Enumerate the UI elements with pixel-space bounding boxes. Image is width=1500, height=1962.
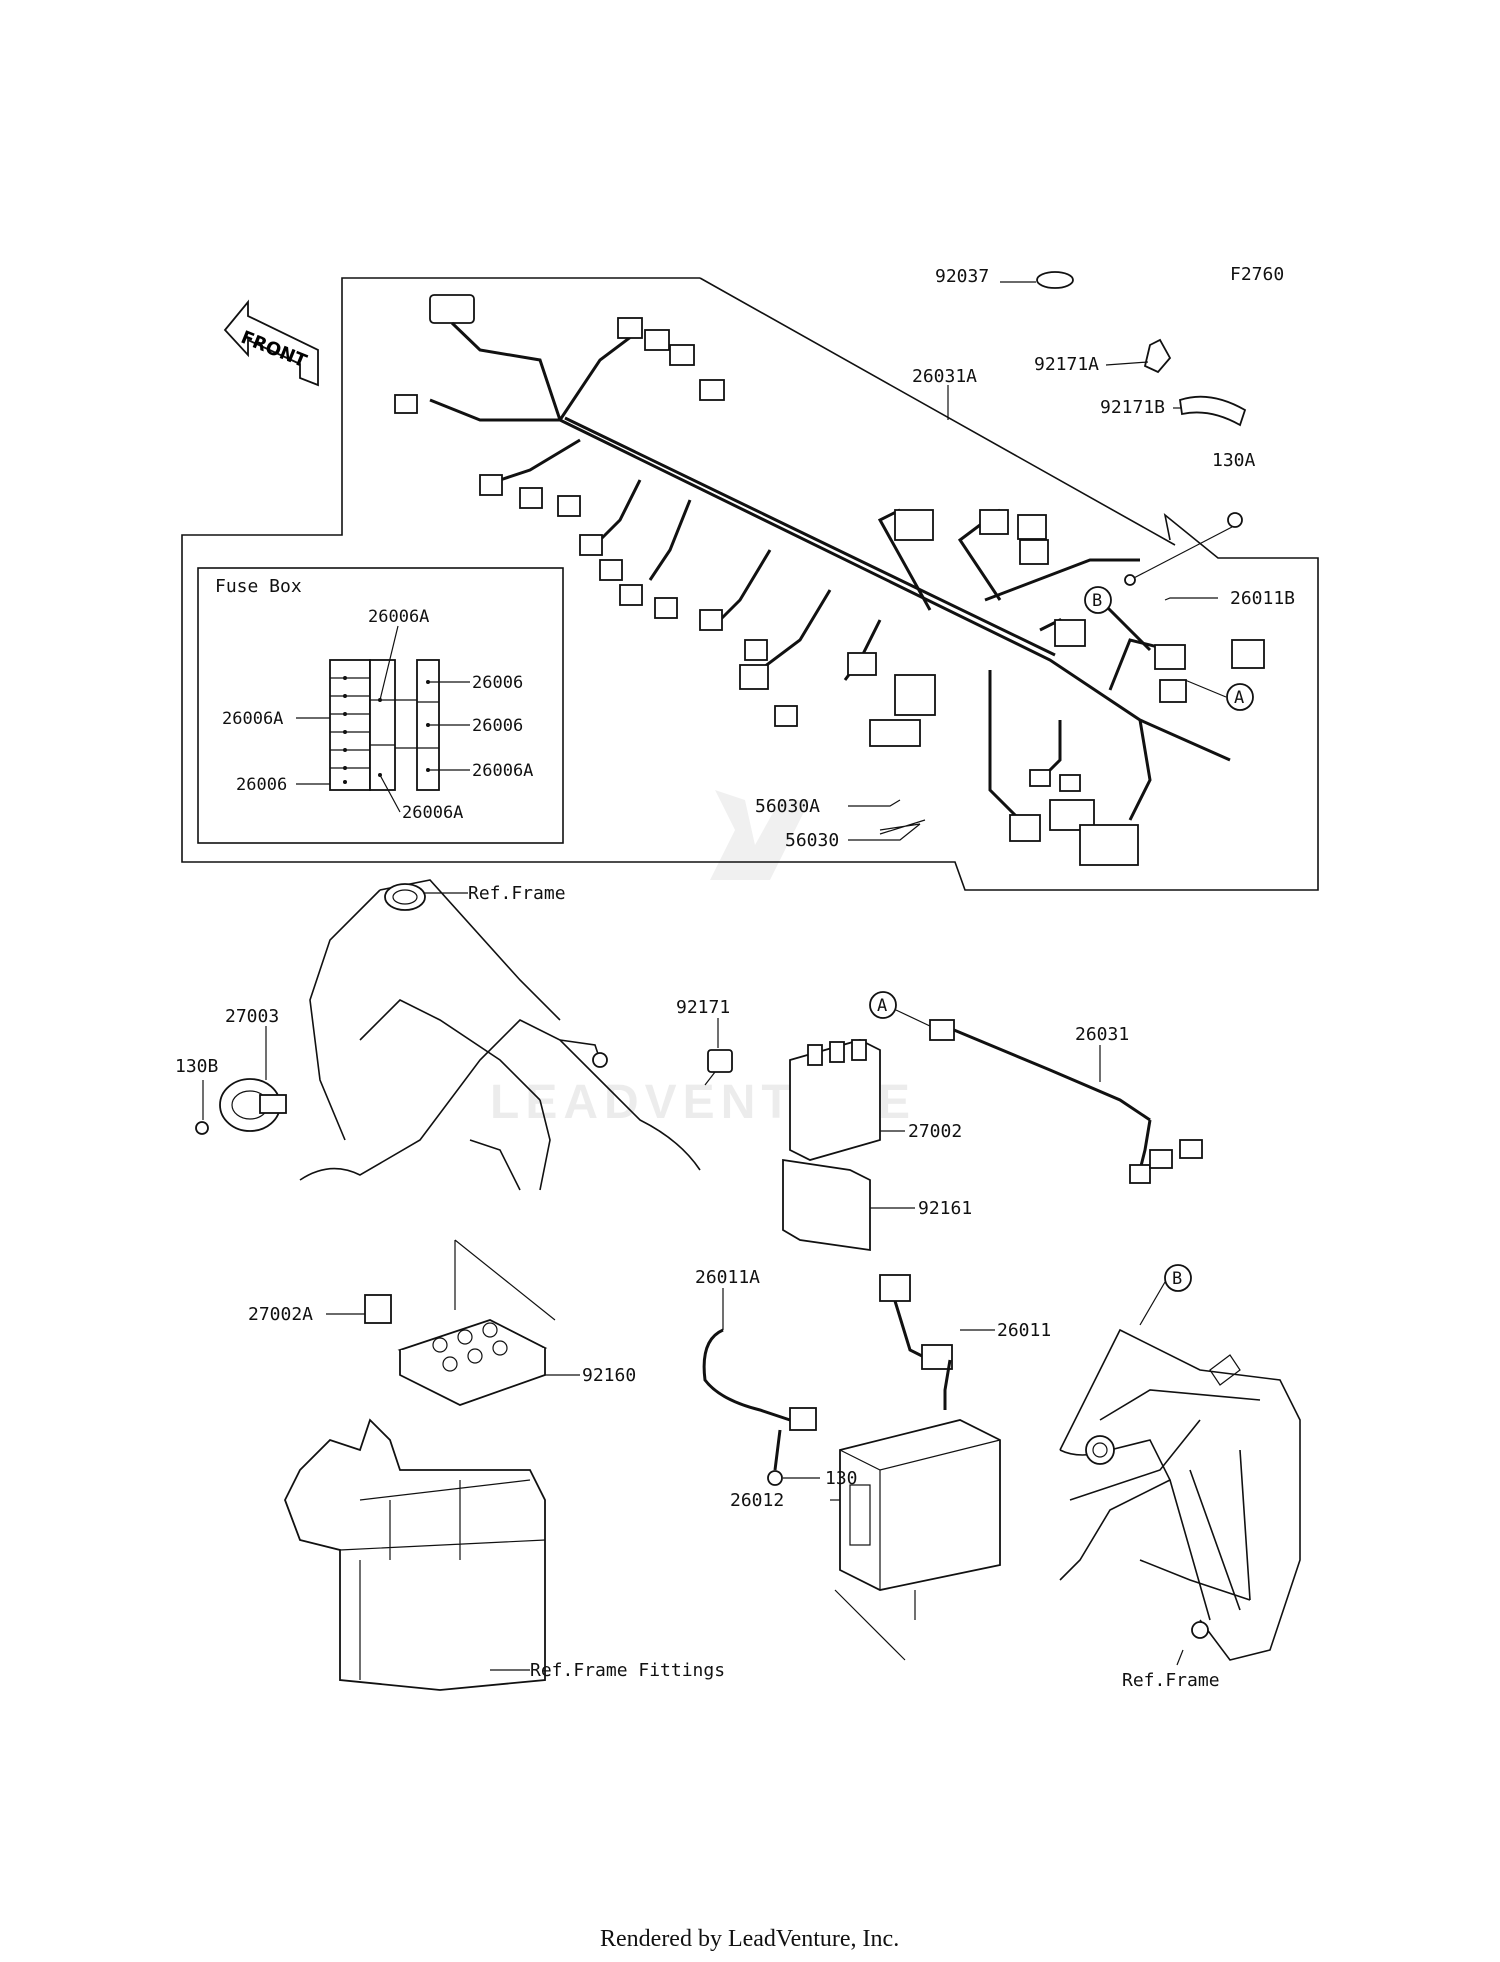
figure-code: F2760: [1230, 264, 1284, 285]
label-56030: 56030: [785, 830, 839, 851]
label-26006A-left: 26006A: [222, 709, 283, 729]
label-26011: 26011: [997, 1320, 1051, 1341]
horn-27003-icon: [195, 1026, 287, 1135]
label-92171A: 92171A: [1034, 354, 1099, 375]
label-26031A: 26031A: [912, 366, 977, 387]
label-26006-left: 26006: [236, 775, 287, 795]
label-130A: 130A: [1212, 450, 1256, 471]
clip-92171-icon: [704, 1018, 733, 1086]
label-26006A-top: 26006A: [368, 607, 429, 627]
fuse-box-panel: Fuse Box 26006A 26006A 26006 26006 26006…: [197, 567, 564, 844]
harness-frame-outline: [181, 277, 1319, 891]
label-92171: 92171: [676, 997, 730, 1018]
label-27002A: 27002A: [248, 1304, 313, 1325]
label-92037: 92037: [935, 266, 989, 287]
label-130: 130: [825, 1468, 858, 1489]
label-26006A-bottom: 26006A: [402, 803, 463, 823]
ref-circle-B-top: B: [1084, 586, 1112, 614]
label-ref-frame-2: Ref.Frame: [1122, 1670, 1220, 1691]
main-harness-26031A: [394, 294, 1231, 866]
frame-head-section: Ref.Frame: [299, 879, 701, 1191]
connector-26011B-icon: [1231, 639, 1265, 669]
label-26011A: 26011A: [695, 1267, 760, 1288]
label-26012: 26012: [730, 1490, 784, 1511]
ref-circle-B-lower-label: B: [1172, 1269, 1182, 1289]
label-27002: 27002: [908, 1121, 962, 1142]
label-26011B: 26011B: [1230, 588, 1295, 609]
label-92161: 92161: [918, 1198, 972, 1219]
ref-circle-A-lower-label: A: [877, 996, 887, 1016]
label-26006-right-1: 26006: [472, 673, 523, 693]
ref-circle-B-label: B: [1092, 591, 1102, 611]
clamp-92037-icon: [1036, 271, 1074, 289]
battery-section: [702, 1274, 1001, 1661]
label-130B: 130B: [175, 1056, 218, 1077]
label-27003: 27003: [225, 1006, 279, 1027]
cover-92161-icon: [782, 1158, 915, 1252]
rear-frame-section: B: [1059, 1264, 1301, 1666]
label-92171B: 92171B: [1100, 397, 1165, 418]
leader-lines-top: [848, 281, 1227, 841]
battery-tray-section: [284, 1239, 580, 1691]
label-26031: 26031: [1075, 1024, 1129, 1045]
front-arrow-icon: FRONT: [223, 299, 319, 387]
label-26006-right-2: 26006: [472, 716, 523, 736]
fuse-box-title: Fuse Box: [215, 576, 302, 597]
label-ref-frame-fittings: Ref.Frame Fittings: [530, 1660, 725, 1681]
ref-circle-A-label: A: [1234, 688, 1244, 708]
sub-harness-26031-icon: A: [869, 991, 1203, 1184]
label-92160: 92160: [582, 1365, 636, 1386]
relay-box-27002-icon: [789, 1039, 905, 1161]
label-26006A-right-3: 26006A: [472, 761, 533, 781]
clamp-92171A-icon: [1143, 338, 1172, 374]
screw-130A-icon: [1124, 512, 1243, 586]
label-56030A: 56030A: [755, 796, 820, 817]
ref-circle-A-top: A: [1226, 683, 1254, 711]
footer-credit: Rendered by LeadVenture, Inc.: [600, 1926, 899, 1952]
clamp-92171B-icon: [1179, 395, 1247, 427]
label-ref-frame-1: Ref.Frame: [468, 883, 566, 904]
